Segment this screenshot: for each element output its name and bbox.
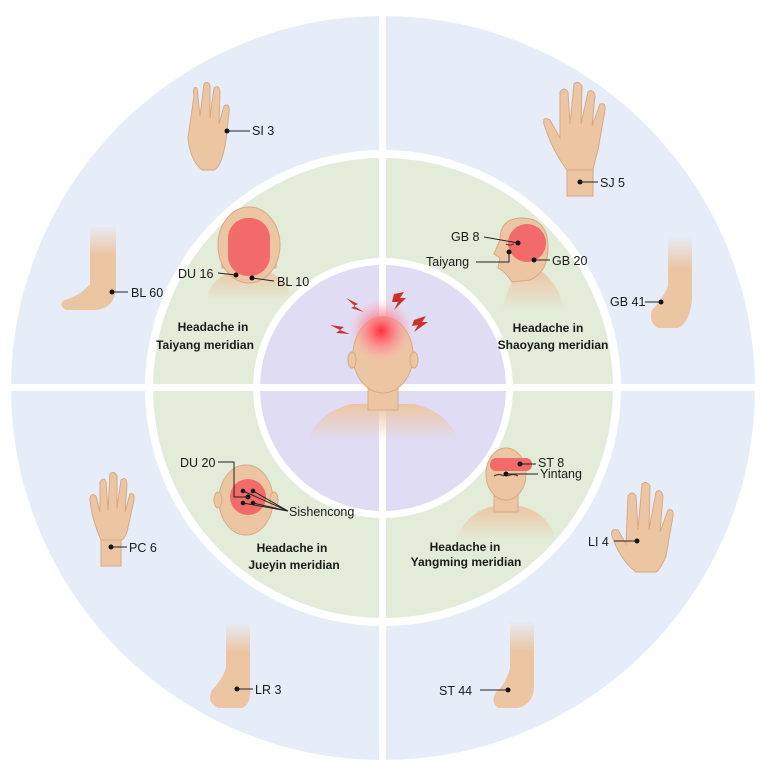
st44-label: ST 44 [439, 684, 472, 698]
shaoyang-title-line1: Headache in [513, 321, 584, 335]
sishencong-label: Sishencong [289, 505, 354, 519]
yangming-title-line2: Yangming meridian [411, 555, 522, 569]
du16-label: DU 16 [178, 267, 213, 281]
bl10-label: BL 10 [277, 275, 309, 289]
pc6-label: PC 6 [129, 541, 157, 555]
du20-label: DU 20 [180, 456, 215, 470]
si3-label: SI 3 [252, 124, 274, 138]
taiyang-title-line2: Taiyang meridian [156, 338, 254, 352]
yangming-title-line1: Headache in [430, 540, 501, 554]
bl60-label: BL 60 [131, 286, 163, 300]
gb41-label: GB 41 [610, 295, 645, 309]
shaoyang-title-line2: Shaoyang meridian [498, 338, 609, 352]
taiyang-pain-area [228, 218, 270, 276]
pain-glow [349, 299, 413, 363]
lr3-label: LR 3 [255, 683, 281, 697]
gb20-label: GB 20 [552, 254, 587, 268]
shaoyang-pain-area [508, 224, 546, 262]
gb8-label: GB 8 [451, 230, 480, 244]
li4-label: LI 4 [588, 535, 609, 549]
sj5-label: SJ 5 [600, 176, 625, 190]
yintang-label: Yintang [540, 467, 582, 481]
jueyin-title-line1: Headache in [257, 541, 328, 555]
taiyang-title-line1: Headache in [178, 320, 249, 334]
taiyang-label: Taiyang [426, 255, 469, 269]
jueyin-title-line2: Jueyin meridian [248, 558, 339, 572]
